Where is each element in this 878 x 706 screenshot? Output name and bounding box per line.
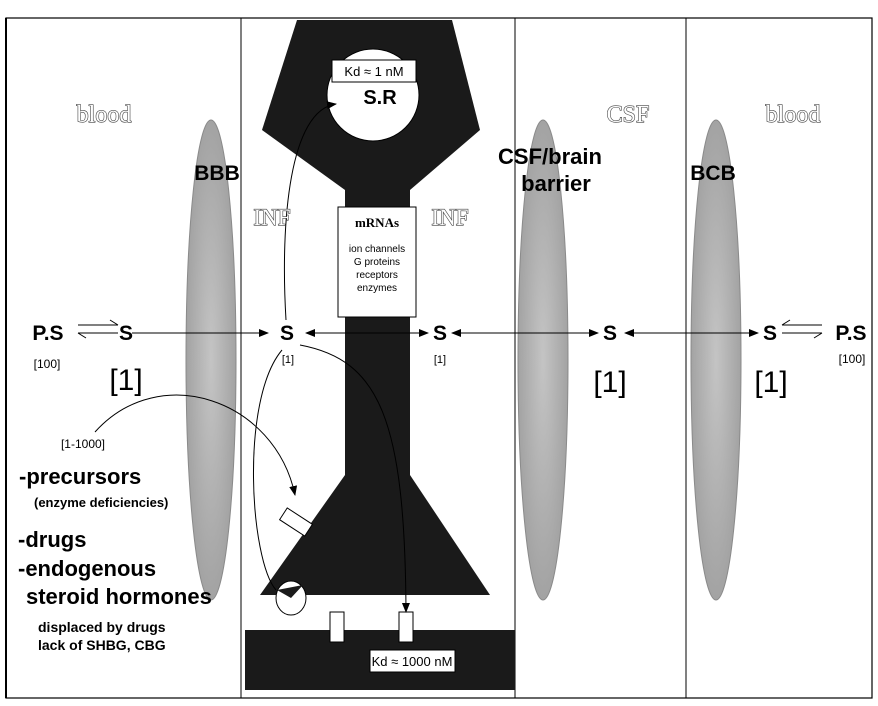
kd-receptor-label: Kd ≈ 1 nM xyxy=(344,64,403,79)
ps-left-label: P.S xyxy=(32,322,63,345)
membrane-receptor-left xyxy=(330,612,344,642)
steroid-hormones-label: steroid hormones xyxy=(26,584,212,609)
s-blood-right-label: S xyxy=(763,322,777,345)
inf-label-left: INF xyxy=(253,205,290,230)
equilibrium-right xyxy=(782,320,822,338)
barrier-label-bbb: BBB xyxy=(194,162,240,185)
region-label-blood-left: blood xyxy=(77,102,132,128)
s-inf-right-concentration: [1] xyxy=(434,354,446,366)
s-csf-concentration: [1] xyxy=(593,366,626,399)
displaced-label: displaced by drugs xyxy=(38,619,166,635)
s-csf-label: S xyxy=(603,322,617,345)
s-inf-left-concentration: [1] xyxy=(282,354,294,366)
s-blood-right-concentration: [1] xyxy=(754,366,787,399)
mrna-target-enzymes: enzymes xyxy=(357,283,397,294)
enzyme-rectangle xyxy=(280,508,313,536)
s-inf-left-label: S xyxy=(280,322,294,345)
equilibrium-left xyxy=(78,320,118,338)
mrna-target-g-proteins: G proteins xyxy=(354,257,400,268)
s-blood-left-concentration: [1] xyxy=(109,364,142,397)
steroid-receptor-label: S.R xyxy=(363,87,397,109)
range-label: [1-1000] xyxy=(61,437,105,451)
mrna-target-ion-channels: ion channels xyxy=(349,244,405,255)
region-label-csf: CSF xyxy=(607,102,650,128)
ps-right-label: P.S xyxy=(835,322,866,345)
barrier-label-bcb: BCB xyxy=(690,162,736,185)
inf-label-right: INF xyxy=(431,205,468,230)
ps-left-concentration: [100] xyxy=(34,357,61,371)
lack-label: lack of SHBG, CBG xyxy=(38,637,166,653)
barrier-label-csf-brain-line1: CSF/brain xyxy=(498,144,602,169)
mrna-target-receptors: receptors xyxy=(356,270,398,281)
endogenous-label: -endogenous xyxy=(18,556,156,581)
ps-right-concentration: [100] xyxy=(839,352,866,366)
region-label-blood-right: blood xyxy=(766,102,821,128)
bcb-barrier-ellipse xyxy=(691,120,741,600)
precursors-label: -precursors xyxy=(19,464,141,489)
s-inf-right-label: S xyxy=(433,322,447,345)
s-blood-left-label: S xyxy=(119,322,133,345)
bbb-barrier-ellipse xyxy=(186,120,236,600)
mrna-title: mRNAs xyxy=(355,215,399,230)
barrier-label-csf-brain-line2: barrier xyxy=(521,171,591,196)
drugs-label: -drugs xyxy=(18,527,86,552)
kd-binding-label: Kd ≈ 1000 nM xyxy=(372,654,453,669)
precursors-note: (enzyme deficiencies) xyxy=(34,495,168,510)
membrane-receptor-right xyxy=(399,612,413,642)
curve-s-to-soma xyxy=(253,350,282,590)
